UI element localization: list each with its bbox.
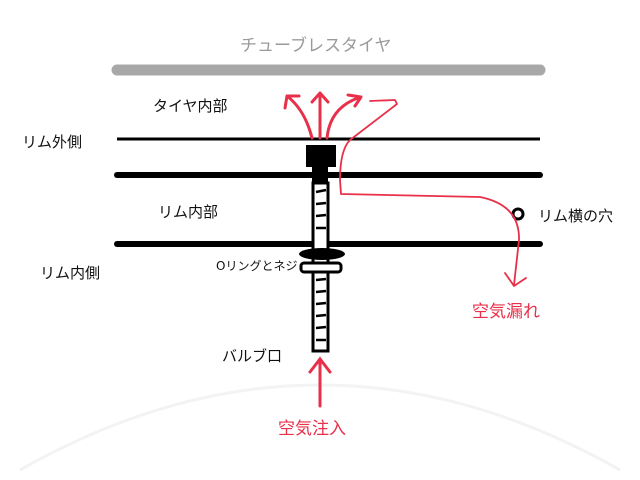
o-ring bbox=[299, 248, 345, 260]
label-tire-inside: タイヤ内部 bbox=[153, 97, 228, 115]
label-rim-inner: リム内側 bbox=[40, 264, 101, 282]
nut bbox=[299, 261, 343, 274]
air-leak-path bbox=[339, 99, 527, 287]
label-air-leak: 空気漏れ bbox=[472, 302, 540, 322]
air-flow-arrows bbox=[283, 91, 363, 140]
label-rim-side-hole: リム横の穴 bbox=[538, 207, 614, 225]
label-air-injection: 空気注入 bbox=[278, 419, 346, 439]
label-rim-middle: リム内部 bbox=[158, 203, 219, 221]
diagram-title: チューブレスタイヤ bbox=[240, 36, 392, 56]
valve bbox=[299, 145, 345, 353]
label-rim-outer: リム外側 bbox=[22, 133, 83, 151]
rim-side-hole-icon bbox=[511, 207, 525, 221]
label-valve-port: バルブ口 bbox=[222, 347, 283, 365]
air-injection-arrow bbox=[308, 356, 332, 408]
label-oring-screw: Oリングとネジ bbox=[216, 259, 298, 273]
